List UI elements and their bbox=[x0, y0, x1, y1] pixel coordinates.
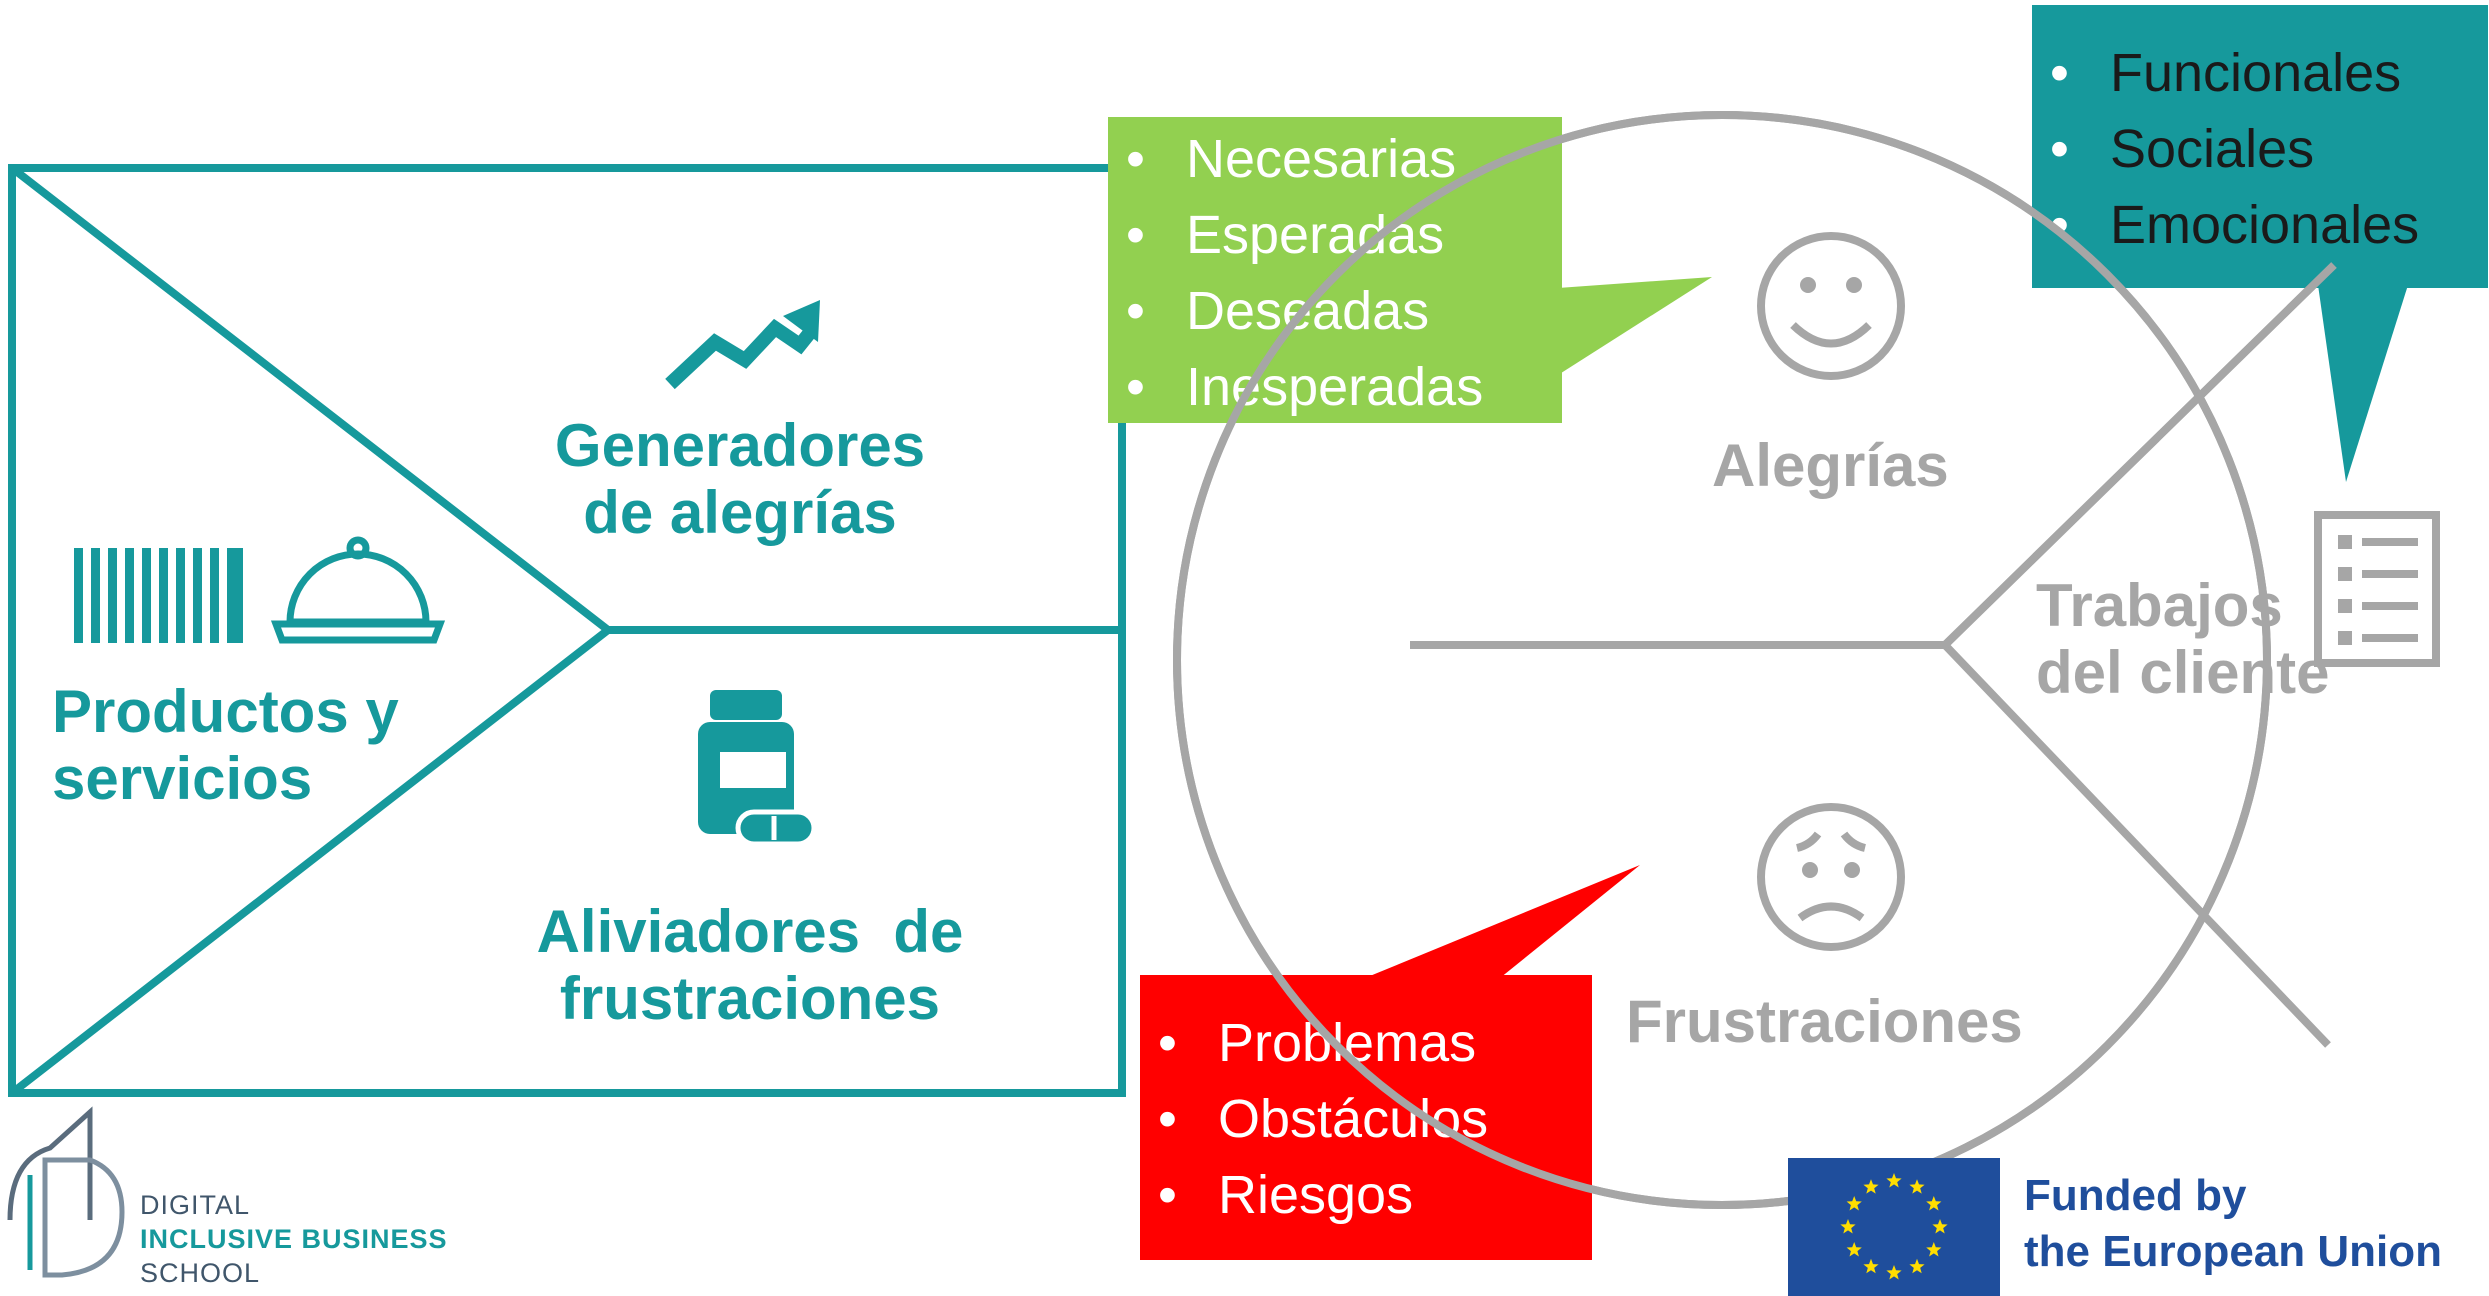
list-item: Emocionales bbox=[2032, 187, 2488, 263]
gains-callout-tail bbox=[1558, 277, 1712, 375]
list-item: Riesgos bbox=[1140, 1157, 1592, 1233]
pains-callout: Problemas Obstáculos Riesgos bbox=[1140, 975, 1592, 1260]
customer-jobs-label: Trabajos del cliente bbox=[2036, 572, 2330, 707]
gains-label: Alegrías bbox=[1712, 432, 1949, 499]
pains-list: Problemas Obstáculos Riesgos bbox=[1140, 1005, 1592, 1233]
list-item: Sociales bbox=[2032, 111, 2488, 187]
gains-list: Necesarias Esperadas Deseadas Inesperada… bbox=[1108, 121, 1562, 425]
pains-label: Frustraciones bbox=[1626, 988, 2023, 1055]
jobs-callout-tail bbox=[2318, 285, 2408, 482]
list-item: Deseadas bbox=[1108, 273, 1562, 349]
pains-callout-tail bbox=[1365, 865, 1640, 978]
school-logo-text: DIGITAL INCLUSIVE BUSINESS SCHOOL bbox=[140, 1190, 448, 1288]
list-item: Problemas bbox=[1140, 1005, 1592, 1081]
jobs-list: Funcionales Sociales Emocionales bbox=[2032, 35, 2488, 263]
pain-relievers-label: Aliviadores de frustraciones bbox=[536, 898, 964, 1033]
gains-callout: Necesarias Esperadas Deseadas Inesperada… bbox=[1108, 117, 1562, 425]
list-item: Inesperadas bbox=[1108, 349, 1562, 425]
list-item: Funcionales bbox=[2032, 35, 2488, 111]
products-services-label: Productos y servicios bbox=[52, 678, 399, 813]
jobs-callout: Funcionales Sociales Emocionales bbox=[2032, 5, 2488, 288]
eu-funding-text: Funded by the European Union bbox=[2024, 1171, 2442, 1276]
list-item: Obstáculos bbox=[1140, 1081, 1592, 1157]
list-item: Esperadas bbox=[1108, 197, 1562, 273]
gain-creators-label: Generadores de alegrías bbox=[554, 412, 926, 547]
list-item: Necesarias bbox=[1108, 121, 1562, 197]
